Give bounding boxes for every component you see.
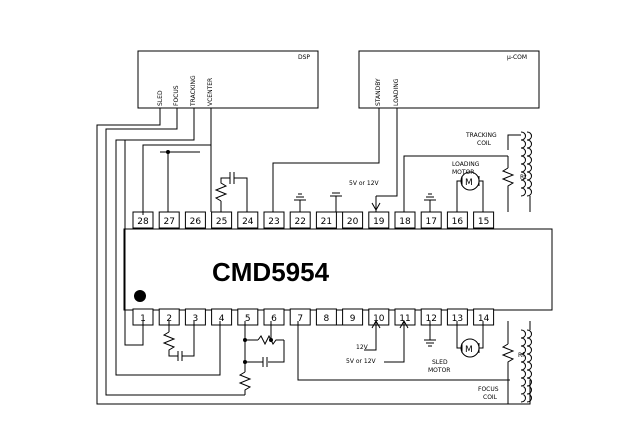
chip-part-number: CMD5954 [212,257,330,287]
bottom-pin-label-9: 9 [350,314,356,324]
top-pin-label-22: 22 [294,217,305,227]
top-pin-row: 28 27 26 25 24 23 22 21 20 19 18 17 16 15 [132,211,495,229]
top-pin-box-23 [263,211,285,229]
top-pin-label-17: 17 [425,217,436,227]
top-pin-box-25 [211,211,233,229]
top-pin-box-24 [237,211,259,229]
supply-bottom-label-1: 12V [356,344,369,351]
top-pin-label-19: 19 [373,217,385,227]
bottom-pin-label-10: 10 [373,314,385,324]
top-pin-box-27 [158,211,180,229]
sled-motor-label-1: SLED [432,359,448,366]
tracking-coil-label-1: TRACKING [465,132,497,139]
top-pin-label-24: 24 [242,217,254,227]
dsp-signal-sled: SLED [157,90,164,106]
top-pin-box-15 [473,211,495,229]
top-pin-label-21: 21 [321,217,332,227]
bottom-pin-box-11 [394,308,416,326]
loading-motor-m: M [465,178,473,188]
focus-coil-label-2: COIL [483,394,498,401]
dsp-signal-vcenter: VCENTER [207,78,214,106]
ucom-signal-standby: STANDBY [375,78,382,106]
ucom-wiring: 5V or 12V [272,108,398,212]
rt-label: Rt [520,174,527,181]
loading-motor-label-2: MOTOR [452,169,474,176]
dsp-block: DSP SLED FOCUS TRACKING VCENTER [137,50,319,109]
focus-coil-label-1: FOCUS [478,386,499,393]
top-pin-box-26 [184,211,206,229]
bottom-pin-box-3 [184,308,206,326]
ucom-box [358,50,540,109]
bottom-pin-box-12 [420,308,442,326]
dsp-wiring [96,108,531,405]
sled-motor-m: M [465,345,473,355]
ic-body [123,228,553,311]
supply-top-label: 5V or 12V [349,180,380,187]
rc-network-bottom-mid [238,321,285,395]
bottom-pin-box-6 [263,308,285,326]
top-pin-label-15: 15 [478,217,489,227]
top-pin-label-18: 18 [399,217,411,227]
bottom-pin-label-14: 14 [478,314,490,324]
top-pin-box-21 [315,211,337,229]
loading-motor-label-1: LOADING [452,161,480,168]
top-pin-label-25: 25 [216,217,227,227]
bottom-pin-label-5: 5 [245,314,251,324]
bottom-pin-box-7 [289,308,311,326]
bottom-pin-box-8 [315,308,337,326]
ucom-signal-loading: LOADING [393,78,400,106]
bottom-pin-label-1: 1 [140,314,146,324]
bottom-pin-label-3: 3 [193,314,199,324]
ucom-title: μ-COM [507,54,527,61]
bottom-pin-box-14 [473,308,495,326]
pin20-wire [403,155,508,212]
bottom-pin-label-6: 6 [271,314,277,324]
dsp-signal-focus: FOCUS [173,85,180,106]
bottom-pin-label-13: 13 [452,314,463,324]
tracking-coil-label-2: COIL [477,140,492,147]
top-pin-label-28: 28 [137,217,149,227]
sled-motor-label-2: MOTOR [428,367,450,374]
dsp-title: DSP [298,54,310,61]
top-pin-label-20: 20 [347,217,359,227]
supply-bottom-label-2: 5V or 12V [346,358,377,365]
top-pin-box-17 [420,211,442,229]
dsp-box [137,50,319,109]
bottom-pin-box-9 [342,308,364,326]
bottom-pin-label-12: 12 [425,314,436,324]
bottom-pin-label-2: 2 [166,314,172,324]
rc-network-bottom-left [162,321,195,361]
top-pin-box-19 [368,211,390,229]
bottom-supplies: 12V 5V or 12V [346,319,409,365]
pin7-wire [297,321,510,381]
bottom-pin-label-7: 7 [297,314,303,324]
top-pin-label-26: 26 [190,217,202,227]
top-pin-label-27: 27 [163,217,174,227]
sled-motor-assembly: M SLED MOTOR [428,321,484,374]
bottom-pin-box-5 [237,308,259,326]
top-grounds [294,192,436,212]
pin1-marker-dot [134,290,146,302]
ucom-block: μ-COM STANDBY LOADING [358,50,540,109]
bottom-pin-label-8: 8 [324,314,330,324]
top-pin-label-16: 16 [452,217,464,227]
loading-motor-assembly: M LOADING MOTOR [452,161,484,212]
top-pin-box-18 [394,211,416,229]
bottom-pin-label-4: 4 [219,314,225,324]
dsp-signal-tracking: TRACKING [190,75,197,107]
ic-package: CMD5954 [123,211,553,326]
bottom-pin-label-11: 11 [399,314,410,324]
rf-label: Rf [518,352,525,359]
top-pin-box-20 [342,211,364,229]
bottom-pin-box-4 [211,308,233,326]
top-pin-label-23: 23 [268,217,279,227]
pin10-ground [424,321,436,347]
focus-coil-assembly: Rf FOCUS COIL [478,321,532,405]
rc-network-top [214,172,248,212]
tracking-coil-assembly: Rt TRACKING COIL [465,131,532,212]
